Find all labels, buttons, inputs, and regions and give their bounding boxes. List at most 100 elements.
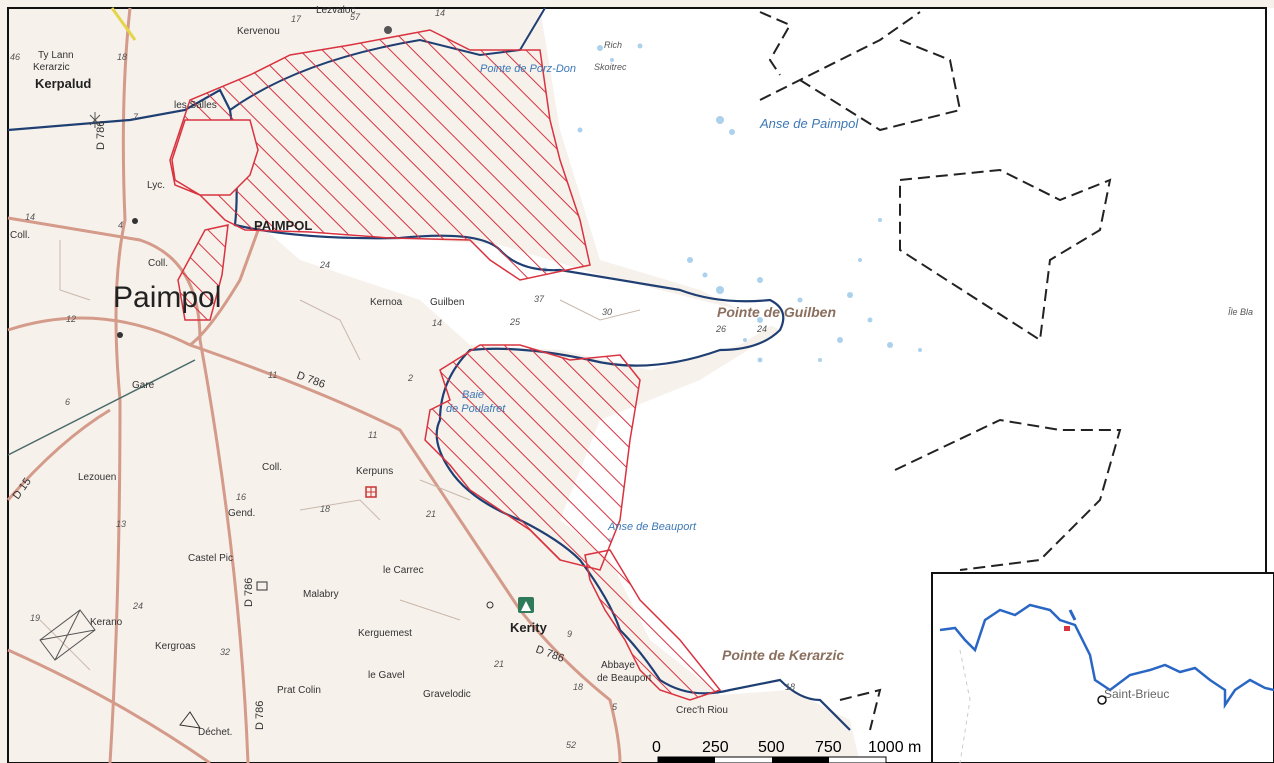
height-11b: 11 (368, 430, 377, 440)
yellow-road (110, 7, 137, 41)
height-46: 46 (10, 52, 20, 62)
height-57: 57 (350, 12, 361, 22)
church-icon (486, 601, 494, 609)
hatched-zone-southeast (584, 549, 722, 701)
scale-label-500: 500 (758, 739, 785, 756)
height-24a: 24 (319, 260, 330, 270)
railway (7, 359, 196, 456)
label-ty-lann: Ty Lann (38, 50, 74, 61)
scale-bar: 0 250 500 750 1000 m (652, 739, 921, 763)
label-de-beauport: de Beauport (597, 673, 652, 684)
height-19: 19 (30, 613, 40, 623)
label-paimpol: Paimpol (113, 281, 221, 314)
label-castel-pic: Castel Pic (188, 553, 233, 564)
height-14a: 14 (435, 8, 445, 18)
junction-icon (132, 218, 138, 224)
protected-zones (169, 29, 722, 701)
label-lyc: Lyc. (147, 180, 165, 191)
hatched-zone-north (169, 29, 591, 281)
label-lezouen: Lezouen (78, 472, 116, 483)
map-frame (7, 7, 1267, 763)
label-gare: Gare (132, 380, 155, 391)
label-gravelodic: Gravelodic (423, 689, 471, 700)
label-skoitrec: Skoitrec (594, 62, 627, 72)
height-4: 4 (118, 220, 123, 230)
label-le-carrec: le Carrec (383, 565, 424, 576)
height-30: 30 (602, 307, 612, 317)
height-37: 37 (534, 294, 545, 304)
label-pointe-guilben: Pointe de Guilben (717, 304, 836, 320)
height-14b: 14 (25, 212, 35, 222)
height-14c: 14 (432, 318, 442, 328)
label-kernoa: Kernoa (370, 297, 403, 308)
hill-icon (384, 26, 392, 34)
label-anse-paimpol: Anse de Paimpol (759, 116, 859, 131)
label-les-salles: les Salles (174, 100, 217, 111)
bay-area (260, 225, 780, 370)
height-6: 6 (65, 397, 70, 407)
height-18a: 18 (117, 52, 127, 62)
label-kervenou: Kervenou (237, 26, 280, 37)
label-prat-colin: Prat Colin (277, 685, 321, 696)
label-crech-riou: Crec'h Riou (676, 705, 728, 716)
height-52: 52 (566, 740, 576, 750)
label-kerpalud: Kerpalud (35, 76, 91, 91)
station-icon (117, 332, 123, 338)
label-pointe-porz-don: Pointe de Porz-Don (480, 63, 576, 75)
height-24c: 24 (132, 601, 143, 611)
label-rich: Rich (604, 40, 622, 50)
label-kerguemest: Kerguemest (358, 628, 412, 639)
inset-map: Saint-Brieuc (931, 572, 1274, 763)
height-5: 5 (612, 702, 618, 712)
label-baie-2: de Poulafret (446, 403, 506, 415)
inset-city-label: Saint-Brieuc (1104, 687, 1169, 701)
label-coll-c: Coll. (148, 258, 168, 269)
height-21a: 21 (425, 509, 436, 519)
dump-icon (179, 711, 201, 729)
label-lezvaloc: Lezvaloc (316, 5, 355, 16)
height-9: 9 (567, 629, 572, 639)
label-pointe-kerarzic: Pointe de Kerarzic (722, 647, 844, 663)
height-18d: 18 (785, 682, 795, 692)
label-abbaye: Abbaye (601, 660, 635, 671)
label-ile-bla: Île Bla (1228, 307, 1253, 317)
label-d786-c: D 786 (243, 578, 255, 607)
scale-label-0: 0 (652, 739, 661, 756)
scale-label-1000: 1000 m (868, 739, 921, 756)
label-guilben: Guilben (430, 297, 464, 308)
height-21b: 21 (493, 659, 504, 669)
label-kergroas: Kergroas (155, 641, 196, 652)
ruin-icon (256, 581, 268, 591)
height-25: 25 (509, 317, 521, 327)
label-paimpol-bold: PAIMPOL (254, 218, 312, 233)
label-anse-beauport: Anse de Beauport (607, 521, 697, 533)
map-symbols (39, 26, 534, 729)
height-12: 12 (66, 314, 76, 324)
label-coll-w: Coll. (10, 230, 30, 241)
label-d786-a: D 786 (95, 121, 107, 150)
inset-coastline (939, 603, 1274, 710)
crossed-area-icon (39, 609, 96, 661)
height-24b: 24 (756, 324, 767, 334)
minor-roads (39, 240, 641, 671)
label-kerarzic-nw: Kerarzic (33, 62, 70, 73)
height-17: 17 (291, 14, 302, 24)
inset-location-marker (1064, 626, 1070, 631)
map-labels: Paimpol PAIMPOL Kerpalud Ty Lann Kerarzi… (10, 5, 1253, 750)
label-gend: Gend. (228, 508, 255, 519)
label-coll-s: Coll. (262, 462, 282, 473)
height-32: 32 (220, 647, 230, 657)
label-dechet: Déchet. (198, 727, 232, 738)
label-kerity: Kerity (510, 620, 548, 635)
scale-label-250: 250 (702, 739, 729, 756)
vineyard-icon (89, 112, 101, 128)
label-kerano: Kerano (90, 617, 123, 628)
label-kerpuns: Kerpuns (356, 466, 393, 477)
height-2: 2 (407, 373, 413, 383)
height-16a: 16 (236, 492, 246, 502)
height-26: 26 (715, 324, 726, 334)
bay-hole (171, 119, 259, 196)
height-13: 13 (116, 519, 126, 529)
label-malabry: Malabry (303, 589, 339, 600)
